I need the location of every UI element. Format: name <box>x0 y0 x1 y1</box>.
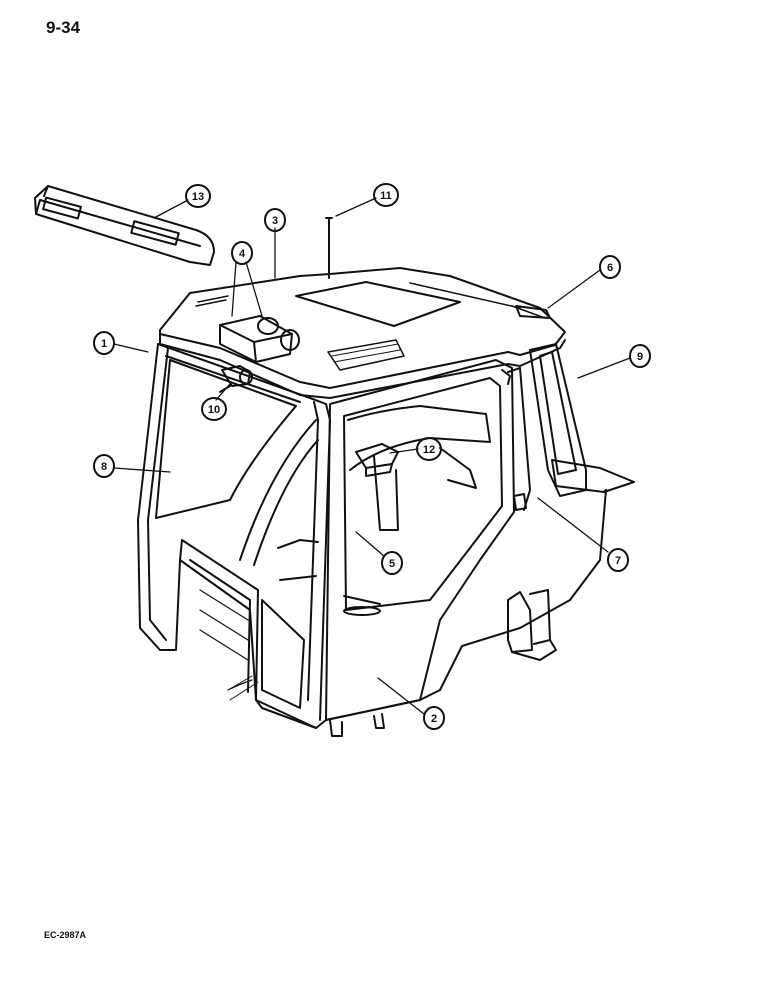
rear-panel-drawing <box>529 343 635 497</box>
leader-line-10 <box>215 383 231 401</box>
cab-frame-drawing <box>137 343 607 729</box>
callout-label: 2 <box>431 713 437 725</box>
door-window-drawing <box>347 405 491 531</box>
callout-label: 1 <box>101 338 107 350</box>
door-drawing <box>325 359 515 737</box>
cab-interior-drawing <box>239 419 319 581</box>
leader-line-1 <box>113 343 149 353</box>
antenna-drawing <box>325 217 333 279</box>
callout-13: 13 <box>185 184 211 208</box>
leader-line-9 <box>577 357 631 379</box>
seat-drawing <box>355 443 399 477</box>
cable-drawing <box>227 679 253 691</box>
callout-4: 4 <box>231 241 253 265</box>
callout-label: 12 <box>423 444 435 456</box>
callout-5: 5 <box>381 551 403 575</box>
leader-line-6 <box>547 269 601 309</box>
callout-11: 11 <box>373 183 399 207</box>
roof-lamp-drawing <box>219 315 300 363</box>
leader-line-4a <box>231 261 237 317</box>
leader-line-5 <box>355 531 385 557</box>
leader-line-8 <box>113 467 171 473</box>
leader-line-7 <box>537 497 609 553</box>
callout-label: 4 <box>239 248 246 260</box>
callout-12: 12 <box>416 437 442 461</box>
figure-code: EC-2987A <box>44 930 87 940</box>
leader-line-13 <box>153 199 189 219</box>
callout-9: 9 <box>629 344 651 368</box>
leader-line-11 <box>335 197 377 217</box>
lower-frame-drawing <box>179 539 317 729</box>
callout-8: 8 <box>93 454 115 478</box>
leader-line-12 <box>389 448 419 454</box>
door-hinge-post-drawing <box>501 367 531 511</box>
callout-3: 3 <box>264 208 286 232</box>
callout-label: 13 <box>192 191 204 203</box>
page-number: 9-34 <box>46 18 81 37</box>
callout-10: 10 <box>201 397 227 421</box>
leader-line-4b <box>245 261 263 317</box>
callout-label: 10 <box>208 404 220 416</box>
callout-2: 2 <box>423 706 445 730</box>
sun-visor-drawing <box>34 185 215 266</box>
leader-line-2 <box>377 677 425 715</box>
callout-label: 9 <box>637 351 643 363</box>
callout-1: 1 <box>93 331 115 355</box>
callout-label: 8 <box>101 461 107 473</box>
callout-label: 5 <box>389 558 395 570</box>
callout-7: 7 <box>607 548 629 572</box>
callout-label: 3 <box>272 215 278 227</box>
support-bracket-drawing <box>507 589 557 661</box>
callout-label: 7 <box>615 555 621 567</box>
callout-6: 6 <box>599 255 621 279</box>
leader-lines <box>113 197 631 715</box>
callout-label: 11 <box>380 190 392 202</box>
callout-label: 6 <box>607 262 613 274</box>
